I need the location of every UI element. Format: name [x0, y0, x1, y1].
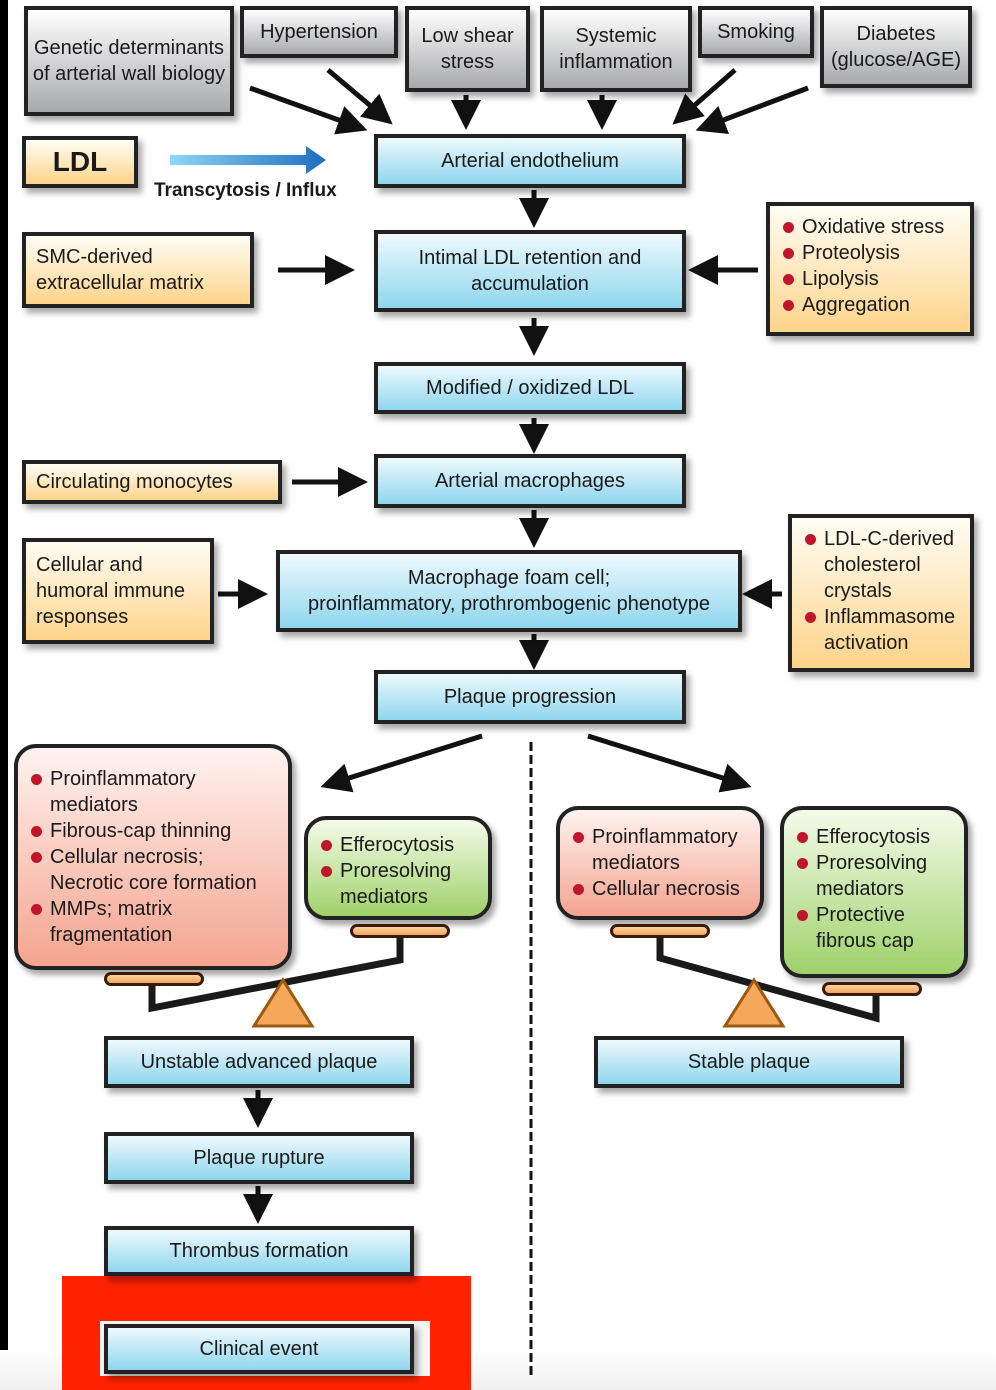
crystals-box: LDL-C-derived cholesterol crystals Infla…	[788, 514, 974, 672]
risk-hypertension-label: Hypertension	[260, 21, 378, 43]
arrow-to-unstable	[320, 733, 483, 793]
unstable-protective-list: Efferocytosis Proresolving mediators	[318, 832, 478, 910]
stable-harmful-list: Proinflammatory mediators Cellular necro…	[570, 824, 750, 902]
clinical-event-box: Clinical event	[104, 1324, 414, 1374]
ldl-box: LDL	[22, 136, 138, 188]
protective-item: Efferocytosis	[318, 832, 478, 858]
risk-hypertension: Hypertension	[240, 6, 398, 58]
harmful-item: Cellular necrosis; Necrotic core formati…	[28, 844, 268, 896]
ldl-label: LDL	[52, 146, 108, 177]
transcytosis-label: Transcytosis / Influx	[154, 180, 337, 201]
unstable-plaque-box: Unstable advanced plaque	[104, 1036, 414, 1088]
immune-box: Cellular and humoral immune responses	[22, 538, 214, 644]
endothelium-label: Arterial endothelium	[441, 150, 619, 172]
crystals-item: Inflammasome activation	[802, 604, 960, 656]
balance-beam-left	[148, 936, 404, 1013]
modifier-item: Aggregation	[780, 292, 944, 318]
modifier-item: Oxidative stress	[780, 214, 944, 240]
protective-item: Protective fibrous cap	[794, 902, 954, 954]
retention-box: Intimal LDL retention and accumulation	[374, 230, 686, 312]
crystals-list: LDL-C-derived cholesterol crystals Infla…	[802, 526, 960, 656]
left-edge-bar	[0, 0, 8, 1390]
arrow-genetic	[249, 85, 368, 135]
harmful-item: Proinflammatory mediators	[28, 766, 268, 818]
smc-label: SMC-derived extracellular matrix	[36, 246, 204, 294]
arrow-hypertension	[326, 68, 393, 125]
stable-harmful-box: Proinflammatory mediators Cellular necro…	[556, 806, 764, 920]
unstable-harmful-list: Proinflammatory mediators Fibrous-cap th…	[28, 766, 268, 948]
risk-smoking: Smoking	[698, 6, 814, 58]
rupture-box: Plaque rupture	[104, 1132, 414, 1184]
stable-protective-box: Efferocytosis Proresolving mediators Pro…	[780, 806, 968, 978]
unstable-protective-box: Efferocytosis Proresolving mediators	[304, 816, 492, 920]
modifier-item: Proteolysis	[780, 240, 944, 266]
harmful-item: MMPs; matrix fragmentation	[28, 896, 268, 948]
risk-diabetes-label: Diabetes (glucose/AGE)	[830, 23, 962, 71]
immune-label: Cellular and humoral immune responses	[36, 554, 185, 628]
risk-inflammation: Systemic inflammation	[540, 6, 692, 92]
protective-item: Efferocytosis	[794, 824, 954, 850]
monocytes-box: Circulating monocytes	[22, 460, 282, 504]
unstable-harmful-box: Proinflammatory mediators Fibrous-cap th…	[14, 744, 292, 970]
balance-beam-right	[656, 935, 880, 1023]
stable-plaque-label: Stable plaque	[687, 1051, 811, 1073]
modifiers-list: Oxidative stress Proteolysis Lipolysis A…	[780, 214, 944, 318]
smc-box: SMC-derived extracellular matrix	[22, 232, 254, 308]
transcytosis-arrow	[170, 146, 326, 174]
macrophages-label: Arterial macrophages	[434, 470, 626, 492]
risk-genetic: Genetic determinants of arterial wall bi…	[24, 6, 234, 116]
harmful-item: Fibrous-cap thinning	[28, 818, 268, 844]
modifiers-box: Oxidative stress Proteolysis Lipolysis A…	[766, 202, 974, 336]
balance-pan-left-protective	[350, 924, 450, 938]
thrombus-label: Thrombus formation	[169, 1240, 349, 1262]
arrow-to-stable	[587, 733, 752, 793]
stable-protective-list: Efferocytosis Proresolving mediators Pro…	[794, 824, 954, 954]
modified-ldl-label: Modified / oxidized LDL	[426, 377, 634, 399]
rupture-label: Plaque rupture	[193, 1147, 325, 1169]
thrombus-box: Thrombus formation	[104, 1226, 414, 1276]
risk-diabetes: Diabetes (glucose/AGE)	[820, 6, 972, 88]
stable-plaque-box: Stable plaque	[594, 1036, 904, 1088]
progression-label: Plaque progression	[443, 686, 617, 708]
fulcrum-right	[722, 977, 786, 1028]
risk-genetic-label: Genetic determinants of arterial wall bi…	[32, 37, 226, 85]
risk-smoking-label: Smoking	[717, 21, 795, 43]
endothelium-box: Arterial endothelium	[374, 134, 686, 188]
risk-shear: Low shear stress	[405, 6, 530, 92]
clinical-event-label: Clinical event	[199, 1338, 319, 1360]
balance-pan-right-harmful	[610, 924, 710, 938]
risk-inflammation-label: Systemic inflammation	[559, 25, 673, 73]
modifier-item: Lipolysis	[780, 266, 944, 292]
monocytes-label: Circulating monocytes	[36, 471, 233, 493]
risk-shear-label: Low shear stress	[421, 25, 514, 73]
macrophages-box: Arterial macrophages	[374, 454, 686, 508]
protective-item: Proresolving mediators	[318, 858, 478, 910]
balance-pan-left-harmful	[104, 972, 204, 986]
fulcrum-left	[251, 977, 315, 1028]
foam-cell-line1: Macrophage foam cell;	[407, 567, 611, 589]
harmful-item: Cellular necrosis	[570, 876, 750, 902]
modified-ldl-box: Modified / oxidized LDL	[374, 362, 686, 414]
progression-box: Plaque progression	[374, 670, 686, 724]
harmful-item: Proinflammatory mediators	[570, 824, 750, 876]
crystals-item: LDL-C-derived cholesterol crystals	[802, 526, 960, 604]
unstable-plaque-label: Unstable advanced plaque	[140, 1051, 378, 1073]
foam-cell-line2: proinflammatory, prothrombogenic phenoty…	[307, 593, 711, 615]
balance-pan-right-protective	[822, 982, 922, 996]
protective-item: Proresolving mediators	[794, 850, 954, 902]
arrow-smoking	[672, 68, 737, 125]
foam-cell-box: Macrophage foam cell; proinflammatory, p…	[276, 550, 742, 632]
retention-label: Intimal LDL retention and accumulation	[418, 247, 642, 295]
arrow-diabetes	[695, 85, 809, 134]
